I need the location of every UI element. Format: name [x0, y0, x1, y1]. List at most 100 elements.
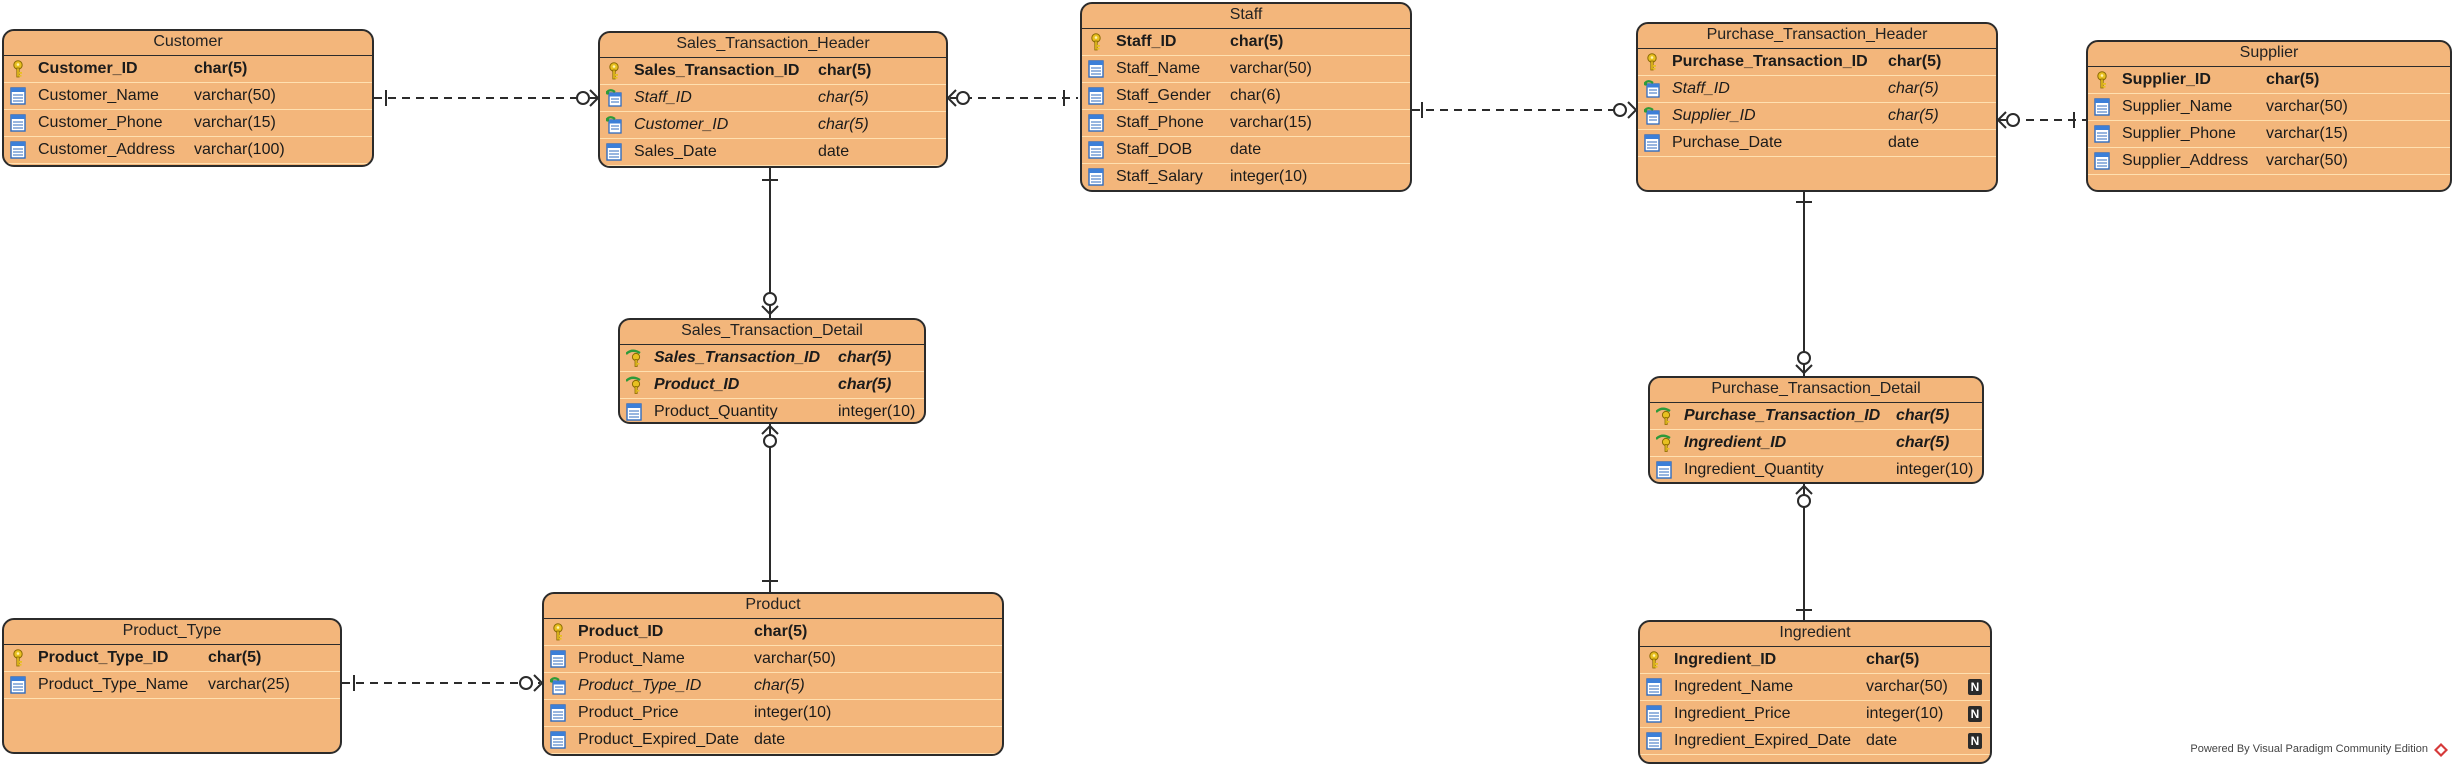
primary-foreign-key-icon	[626, 349, 641, 367]
column-name: Product_ID	[654, 376, 740, 393]
foreign-key-icon	[550, 677, 566, 695]
column-name: Staff_Name	[1116, 60, 1201, 77]
column-icon	[2094, 152, 2110, 170]
column-icon	[1646, 732, 1662, 750]
column-icon	[10, 676, 26, 694]
column-name: Ingredient_Price	[1674, 705, 1791, 722]
column-type: varchar(50)	[2266, 152, 2348, 169]
rel-product-type-product	[342, 674, 543, 692]
foreign-key-icon	[1644, 80, 1660, 98]
visual-paradigm-logo-icon	[2434, 743, 2448, 757]
column-type: varchar(15)	[2266, 125, 2348, 142]
rel-sales-header-detail	[761, 168, 779, 318]
primary-foreign-key-icon	[626, 376, 641, 394]
rel-staff-purchase-header	[1412, 101, 1637, 119]
column-type: varchar(15)	[1230, 114, 1312, 131]
entity-column-row[interactable]: Product_ID char(5)	[620, 372, 924, 399]
column-type: char(5)	[1888, 53, 1942, 70]
entity-title: Purchase_Transaction_Detail	[1650, 378, 1982, 403]
column-type: integer(10)	[1866, 705, 1944, 722]
column-name: Product_Type_Name	[38, 676, 189, 693]
column-type: date	[1888, 134, 1920, 151]
column-type: date	[818, 143, 850, 160]
nullable-badge: N	[1968, 706, 1982, 722]
column-name: Ingredient_Quantity	[1684, 461, 1824, 478]
foreign-key-icon	[606, 89, 622, 107]
primary-key-icon	[2097, 71, 2107, 89]
column-icon	[1088, 60, 1104, 78]
rel-ingredient-purchase-detail	[1795, 484, 1813, 620]
entity-title: Product	[544, 594, 1002, 619]
column-type: char(5)	[838, 376, 892, 393]
entity-title: Sales_Transaction_Detail	[620, 320, 924, 345]
column-type: char(5)	[818, 116, 869, 133]
column-icon	[1088, 114, 1104, 132]
rel-staff-sales-header	[947, 89, 1078, 107]
column-icon	[1644, 134, 1660, 152]
entity-title: Product_Type	[4, 620, 340, 645]
column-name: Staff_ID	[1672, 80, 1730, 97]
foreign-key-icon	[606, 116, 622, 134]
column-type: char(5)	[754, 677, 805, 694]
nullable-badge: N	[1968, 679, 1982, 695]
column-type: date	[1866, 732, 1898, 749]
column-name: Ingredent_Name	[1674, 678, 1794, 695]
entity-column-row[interactable]: Ingredient_Price integer(10) N	[1640, 701, 1990, 728]
column-type: char(5)	[1230, 33, 1284, 50]
entity-column-row[interactable]: Ingredient_Quantity integer(10)	[1650, 457, 1982, 482]
column-type: integer(10)	[1896, 461, 1974, 478]
column-type: integer(10)	[754, 704, 832, 721]
primary-key-icon	[609, 62, 619, 80]
entity-title: Supplier	[2088, 42, 2450, 67]
foreign-key-icon	[1644, 107, 1660, 125]
column-name: Purchase_Transaction_ID	[1684, 407, 1881, 424]
column-type: char(5)	[818, 62, 872, 79]
